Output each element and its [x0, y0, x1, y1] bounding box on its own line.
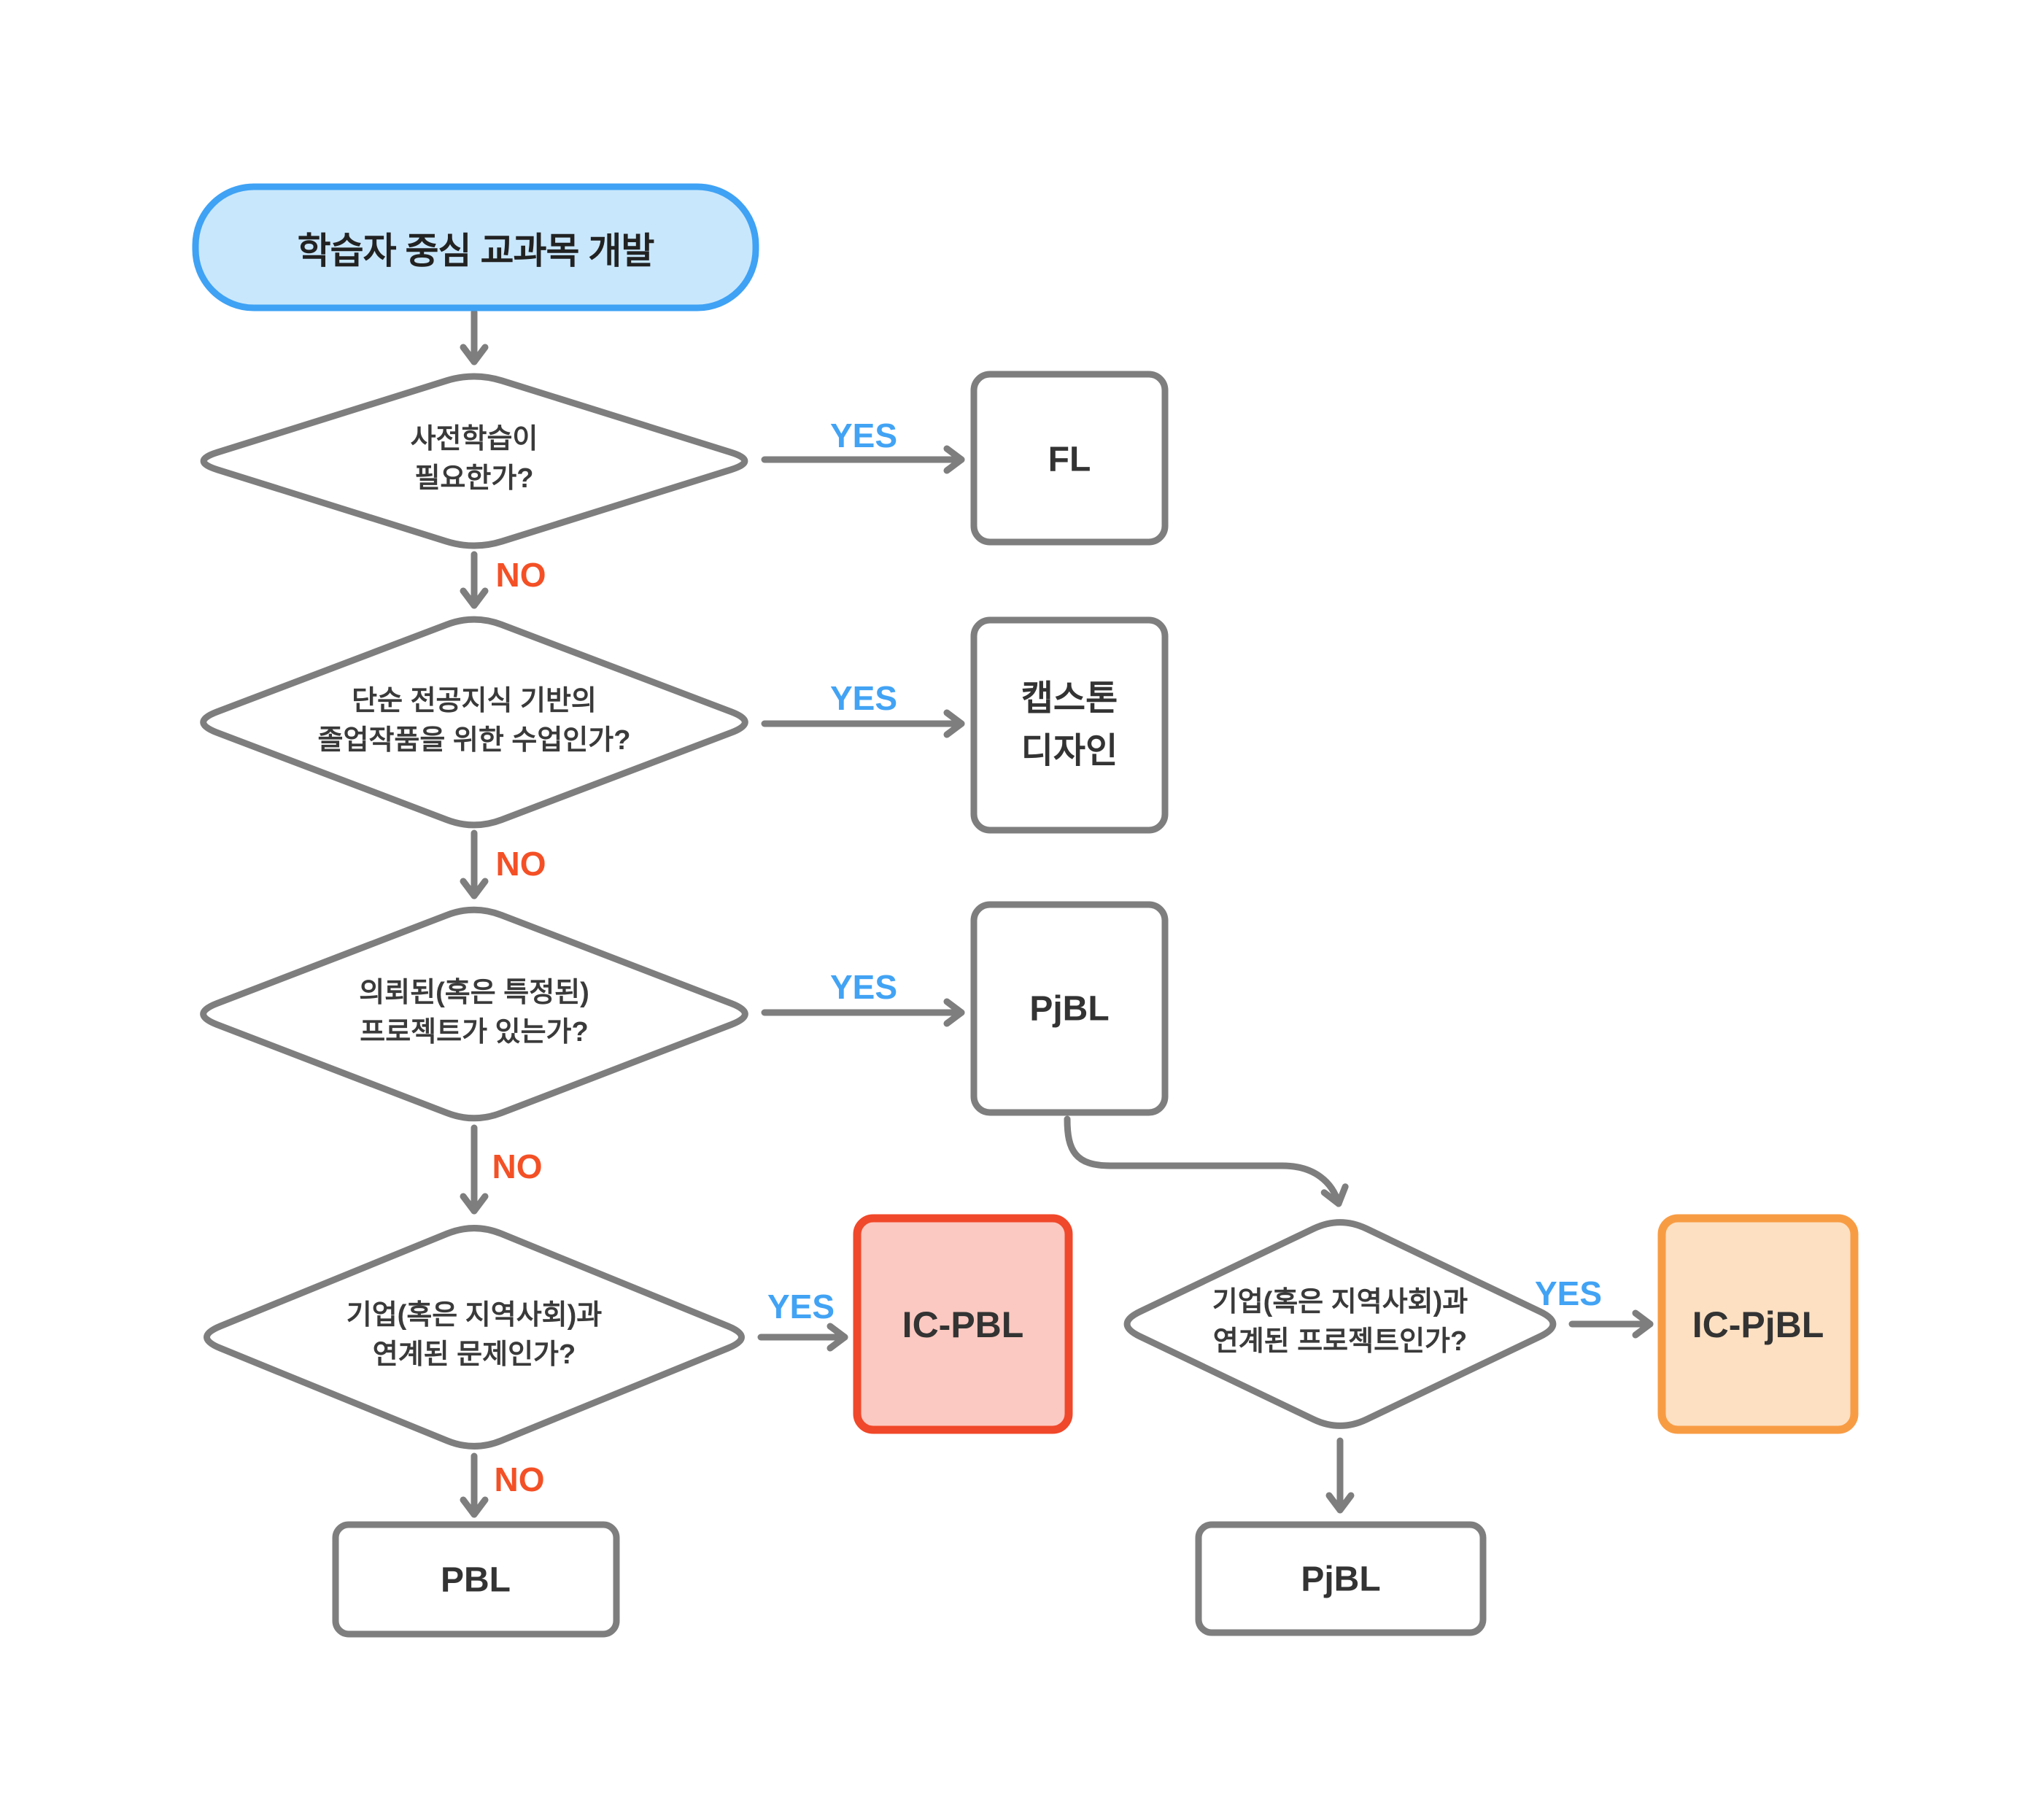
decision-3-line2: 프로젝트가 있는가? — [360, 1017, 589, 1048]
decision-3-line1: 의뢰된(혹은 특정된) — [359, 978, 589, 1009]
decision-2-question: 단순 전공지식 기반의 졸업작품을 위한 수업인가? — [318, 682, 631, 761]
no-label-d4: NO — [494, 1460, 545, 1498]
yes-label-d5: YES — [1534, 1274, 1603, 1312]
start-node-shape — [192, 183, 759, 311]
no-label-d1: NO — [495, 556, 546, 594]
pjbl-mid-node-shape — [970, 901, 1169, 1116]
pbl-node-label: PBL — [441, 1560, 511, 1600]
fl-node-label: FL — [1048, 440, 1091, 479]
decision-3-shape — [200, 906, 748, 1122]
start-node-label: 학습자 중심 교과목 개발 — [297, 231, 655, 271]
yes-label-d4: YES — [767, 1288, 835, 1326]
decision-1-line1: 사전학습이 — [410, 424, 538, 455]
yes-label-d2: YES — [829, 679, 898, 717]
decision-1-question: 사전학습이 필요한가? — [411, 420, 538, 499]
pbl-node-shape — [332, 1521, 620, 1638]
yes-label-d3: YES — [829, 968, 898, 1006]
decision-2-line1: 단순 전공지식 기반의 — [352, 686, 597, 717]
decision-4-line2: 연계된 문제인가? — [372, 1339, 576, 1370]
pjbl-mid-node-label: PjBL — [1029, 989, 1110, 1029]
ic-pjbl-node-label: IC-PjBL — [1692, 1304, 1824, 1345]
no-label-d3: NO — [492, 1148, 543, 1185]
decision-2-line2: 졸업작품을 위한 수업인가? — [317, 725, 631, 756]
fl-node-shape — [970, 371, 1169, 546]
decision-1-line2: 필요한가? — [414, 463, 534, 494]
decision-2-shape — [200, 616, 748, 829]
capstone-node-label: 캡스톤 디자인 — [1021, 673, 1118, 778]
yes-label-d1: YES — [829, 417, 898, 454]
decision-4-shape — [204, 1225, 745, 1450]
capstone-node-shape — [970, 616, 1169, 834]
arrow-pjbl-elbow-to-d5 — [1064, 1115, 1349, 1207]
ic-pbl-node-label: IC-PBL — [902, 1304, 1024, 1345]
decision-4-line1: 기업(혹은 지역사회)과 — [346, 1300, 603, 1331]
decision-4-question: 기업(혹은 지역사회)과 연계된 문제인가? — [347, 1296, 603, 1375]
decision-1-shape — [200, 373, 748, 549]
decision-5-shape — [1123, 1219, 1557, 1429]
pjbl-bottom-node-shape — [1195, 1521, 1487, 1636]
ic-pjbl-node-shape — [1657, 1214, 1859, 1434]
pjbl-bottom-node-label: PjBL — [1301, 1560, 1381, 1599]
decision-5-line2: 연계된 프로젝트인가? — [1212, 1326, 1468, 1357]
decision-3-question: 의뢰된(혹은 특정된) 프로젝트가 있는가? — [359, 974, 589, 1053]
decision-5-question: 기업(혹은 지역사회)과 연계된 프로젝트인가? — [1212, 1283, 1468, 1362]
decision-5-line1: 기업(혹은 지역사회)과 — [1212, 1287, 1468, 1318]
no-label-d2: NO — [495, 845, 546, 883]
capstone-label-line1: 캡스톤 — [1021, 679, 1118, 718]
ic-pbl-node-shape — [853, 1214, 1073, 1434]
capstone-label-line2: 디자인 — [1021, 732, 1118, 770]
